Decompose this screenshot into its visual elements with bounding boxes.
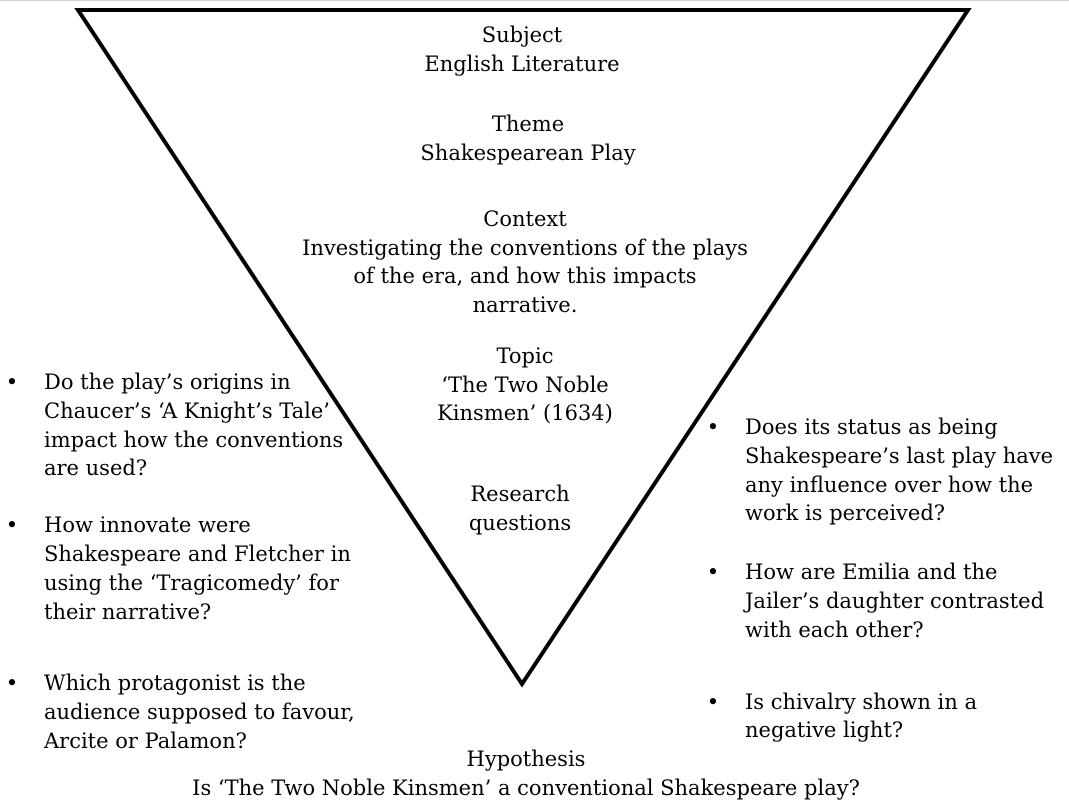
question-item: • Is chivalry shown in a negative light? bbox=[703, 688, 1069, 746]
topic-value-line1: ‘The Two Noble bbox=[441, 372, 609, 397]
bullet-icon: • bbox=[706, 415, 720, 439]
question-item: • How innovate were Shakespeare and Flet… bbox=[2, 511, 372, 626]
context-value: Investigating the conventions of the pla… bbox=[302, 235, 748, 317]
tier-context: Context Investigating the conventions of… bbox=[300, 205, 750, 319]
research-questions-right: • Does its status as being Shakespeare’s… bbox=[703, 413, 1069, 745]
tier-theme: Theme Shakespearean Play bbox=[322, 110, 734, 167]
theme-heading: Theme bbox=[491, 112, 565, 136]
top-border-line bbox=[0, 0, 1069, 1]
topic-heading: Topic bbox=[496, 344, 554, 368]
subject-value: English Literature bbox=[424, 51, 620, 76]
question-text: Do the play’s origins in Chaucer’s ‘A Kn… bbox=[44, 370, 344, 481]
question-item: • How are Emilia and the Jailer’s daught… bbox=[703, 558, 1069, 644]
tier-subject: Subject English Literature bbox=[322, 21, 722, 78]
tier-hypothesis: Hypothesis Is ‘The Two Noble Kinsmen’ a … bbox=[100, 745, 952, 802]
tier-topic: Topic ‘The Two Noble Kinsmen’ (1634) bbox=[405, 342, 645, 428]
question-text: Which protagonist is the audience suppos… bbox=[44, 671, 355, 753]
research-label-line2: questions bbox=[468, 510, 572, 535]
hypothesis-value: Is ‘The Two Noble Kinsmen’ a conventiona… bbox=[192, 775, 860, 800]
question-text: Is chivalry shown in a negative light? bbox=[745, 689, 977, 743]
subject-heading: Subject bbox=[481, 23, 563, 47]
bullet-icon: • bbox=[5, 370, 19, 394]
question-text: How are Emilia and the Jailer’s daughter… bbox=[745, 560, 1045, 642]
context-heading: Context bbox=[483, 207, 567, 231]
research-label-line1: Research bbox=[470, 482, 570, 506]
research-questions-left: • Do the play’s origins in Chaucer’s ‘A … bbox=[2, 368, 372, 756]
theme-value: Shakespearean Play bbox=[420, 140, 636, 165]
question-text: How innovate were Shakespeare and Fletch… bbox=[44, 513, 351, 624]
question-text: Does its status as being Shakespeare’s l… bbox=[745, 415, 1054, 526]
funnel-triangle-outline bbox=[74, 8, 972, 688]
question-item: • Do the play’s origins in Chaucer’s ‘A … bbox=[2, 368, 372, 483]
bullet-icon: • bbox=[706, 560, 720, 585]
topic-value-line2: Kinsmen’ (1634) bbox=[437, 401, 613, 425]
bullet-icon: • bbox=[5, 513, 19, 538]
tier-research-questions: Research questions bbox=[420, 480, 620, 537]
question-item: • Does its status as being Shakespeare’s… bbox=[703, 413, 1069, 528]
question-item: • Which protagonist is the audience supp… bbox=[2, 669, 372, 755]
hypothesis-heading: Hypothesis bbox=[466, 747, 586, 771]
bullet-icon: • bbox=[706, 689, 720, 714]
bullet-icon: • bbox=[5, 671, 19, 696]
